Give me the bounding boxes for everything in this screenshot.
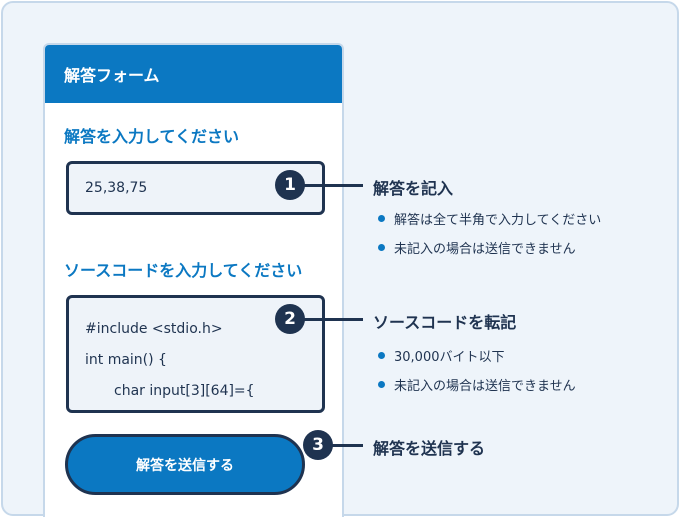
callout-connector-3 <box>331 444 363 447</box>
source-code-label: ソースコードを入力してください <box>64 261 303 280</box>
annotation-bullet: 解答は全て半角で入力してください <box>378 209 601 228</box>
annotation-bullet-text: 未記入の場合は送信できません <box>394 242 576 257</box>
annotation-bullet-text: 解答は全て半角で入力してください <box>394 213 602 228</box>
submit-answer-button[interactable]: 解答を送信する <box>65 434 305 495</box>
annotation-bullet: 30,000バイト以下 <box>378 346 505 365</box>
code-line: char input[3][64]={ <box>114 383 255 399</box>
annotation-bullet-text: 30,000バイト以下 <box>394 350 505 365</box>
callout-badge-1: 1 <box>275 170 305 200</box>
annotation-bullet-text: 未記入の場合は送信できません <box>394 379 576 394</box>
annotation-title-2: ソースコードを転記 <box>373 313 517 332</box>
answer-input-value: 25,38,75 <box>85 180 148 196</box>
answer-form-panel: 解答フォーム 解答を入力してください 25,38,75 ソースコードを入力してく… <box>43 43 344 517</box>
bullet-dot-icon <box>378 244 385 251</box>
callout-badge-3: 3 <box>303 430 333 460</box>
callout-badge-2: 2 <box>275 304 305 334</box>
code-line: #include <stdio.h> <box>85 321 223 337</box>
annotation-title-3: 解答を送信する <box>373 439 486 458</box>
answer-label: 解答を入力してください <box>64 127 240 146</box>
bullet-dot-icon <box>378 215 385 222</box>
bullet-dot-icon <box>378 381 385 388</box>
annotation-title-1: 解答を記入 <box>373 179 454 198</box>
bullet-dot-icon <box>378 352 385 359</box>
source-code-textarea[interactable]: #include <stdio.h> int main() { char inp… <box>66 295 325 413</box>
form-header: 解答フォーム <box>45 45 342 103</box>
callout-connector-2 <box>303 318 363 321</box>
form-title: 解答フォーム <box>64 66 160 85</box>
callout-connector-1 <box>303 184 363 187</box>
annotation-bullet: 未記入の場合は送信できません <box>378 375 576 394</box>
code-line: int main() { <box>85 352 167 368</box>
annotation-bullet: 未記入の場合は送信できません <box>378 238 576 257</box>
